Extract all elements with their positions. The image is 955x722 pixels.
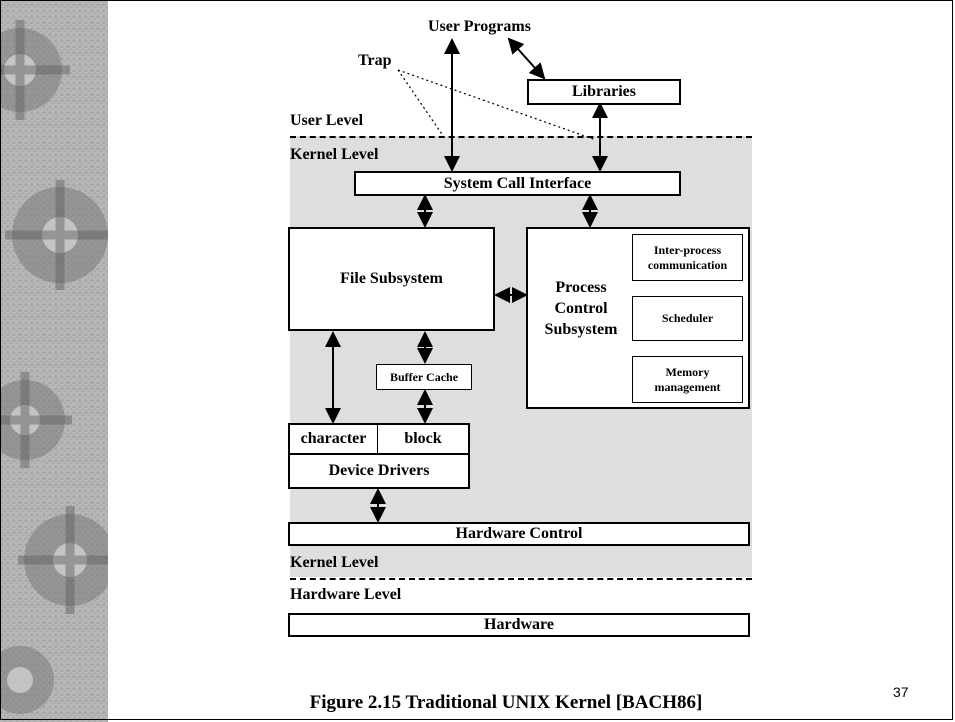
libraries-box: Libraries	[527, 79, 681, 105]
scheduler-box: Scheduler	[632, 296, 743, 341]
gear-pattern-icon	[0, 0, 108, 722]
trap-label: Trap	[358, 52, 392, 69]
character-box: character	[288, 423, 378, 455]
system-call-interface-box: System Call Interface	[354, 171, 681, 196]
kernel-level-bottom-label: Kernel Level	[290, 554, 379, 571]
process-control-line-2: Control	[554, 300, 608, 317]
memory-line-2: management	[654, 379, 721, 394]
decorative-sidebar	[0, 0, 108, 722]
hardware-box: Hardware	[288, 613, 750, 637]
ipc-line-1: Inter-process	[653, 242, 722, 257]
process-control-subsystem-box: Process Control Subsystem Inter-process …	[526, 227, 750, 409]
file-subsystem-box: File Subsystem	[288, 227, 495, 331]
user-level-label: User Level	[290, 112, 364, 129]
ipc-line-2: communication	[647, 257, 728, 272]
trap-line-2	[397, 69, 597, 141]
page-number: 37	[893, 684, 909, 700]
memory-line-1: Memory	[665, 364, 710, 379]
hardware-level-label: Hardware Level	[290, 586, 402, 603]
arrow-userprog-libraries	[507, 37, 546, 80]
kernel-hardware-divider	[290, 578, 752, 580]
process-control-line-3: Subsystem	[544, 321, 618, 338]
ipc-box: Inter-process communication	[632, 234, 743, 281]
process-control-line-1: Process	[555, 279, 607, 296]
figure-caption: Figure 2.15 Traditional UNIX Kernel [BAC…	[309, 692, 703, 713]
hardware-control-box: Hardware Control	[288, 522, 750, 546]
user-programs-label: User Programs	[428, 18, 531, 35]
memory-management-box: Memory management	[632, 356, 743, 403]
block-box: block	[377, 423, 470, 455]
user-kernel-divider	[290, 136, 752, 138]
device-drivers-box: Device Drivers	[288, 453, 470, 489]
buffer-cache-box: Buffer Cache	[376, 364, 472, 390]
trap-line-1	[397, 69, 447, 141]
kernel-level-top-label: Kernel Level	[290, 146, 379, 163]
